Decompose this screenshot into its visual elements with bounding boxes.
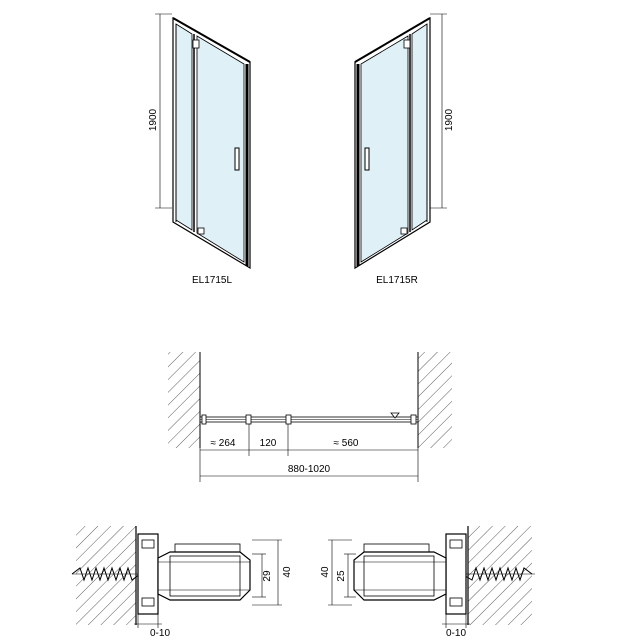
right-detail-range: 0-10 <box>446 628 466 639</box>
right-door-elevation <box>354 16 431 270</box>
plan-total-width: 880-1020 <box>288 464 331 475</box>
left-detail-dim-29: 29 <box>262 570 273 582</box>
left-door-model-label: EL1715L <box>192 275 232 286</box>
plan-seg-c: ≈ 560 <box>334 438 359 449</box>
right-detail-dim-25: 25 <box>336 570 347 582</box>
right-detail-dim-40: 40 <box>320 566 331 578</box>
left-detail-range: 0-10 <box>150 628 170 639</box>
plan-seg-a: ≈ 264 <box>211 438 236 449</box>
right-profile-detail <box>328 526 535 628</box>
plan-seg-b: 120 <box>260 438 277 449</box>
right-height-label: 1900 <box>444 108 455 131</box>
left-height-dimension <box>155 13 172 209</box>
plan-view <box>168 352 452 482</box>
left-height-label: 1900 <box>148 108 159 131</box>
left-detail-dim-40: 40 <box>282 566 293 578</box>
left-door-elevation <box>172 16 251 270</box>
right-door-model-label: EL1715R <box>376 275 418 286</box>
right-height-dimension <box>430 13 447 209</box>
left-profile-detail <box>71 526 282 628</box>
